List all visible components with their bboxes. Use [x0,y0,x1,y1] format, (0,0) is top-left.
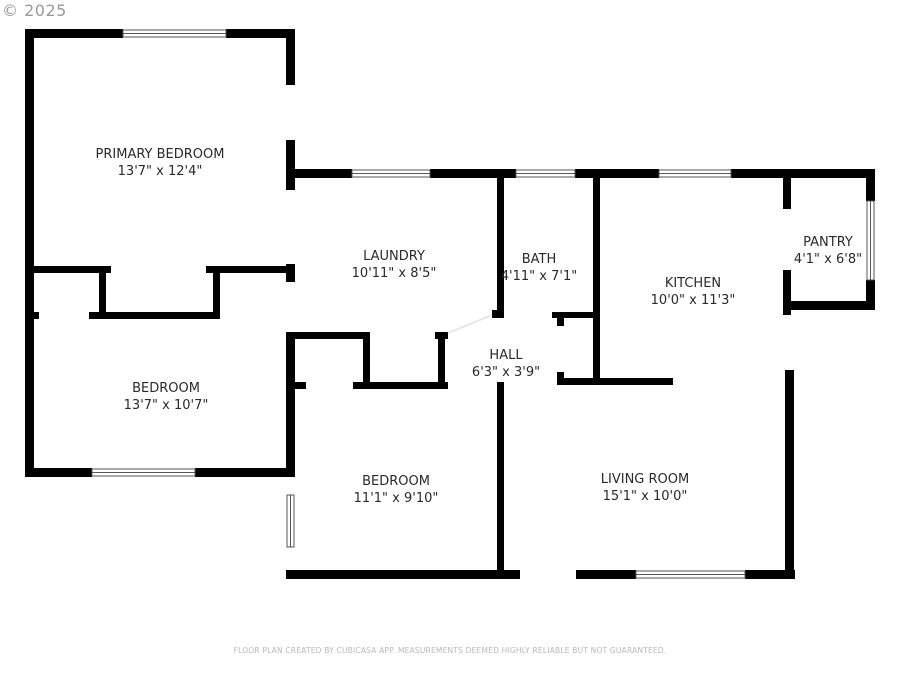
room-dimensions: 4'1" x 6'8" [793,252,863,267]
wall [783,301,875,310]
wall [557,312,564,326]
room-dimensions: 6'3" x 3'9" [471,365,541,380]
wall [785,370,794,579]
room-primary-bedroom: PRIMARY BEDROOM 13'7" x 12'4" [96,146,225,180]
walls [25,29,875,579]
wall [286,570,520,579]
disclaimer-footer: FLOOR PLAN CREATED BY CUBICASA APP. MEAS… [233,646,667,655]
room-name: HALL [489,348,523,363]
wall [286,169,352,178]
wall [438,332,445,388]
wall [492,310,504,318]
wall [866,280,875,310]
room-dimensions: 4'11" x 7'1" [500,269,578,284]
room-kitchen: KITCHEN 10'0" x 11'3" [651,275,736,309]
wall [25,29,123,38]
wall [213,266,220,318]
wall [286,382,306,389]
wall [206,266,288,273]
wall [552,312,600,318]
wall [34,266,111,273]
room-pantry: PANTRY 4'1" x 6'8" [794,234,862,268]
wall [497,169,504,317]
wall [430,169,516,178]
windows [91,29,875,579]
wall [226,29,295,38]
wall [25,29,34,477]
wall [557,378,673,385]
hall-opening [447,314,493,334]
wall [783,169,791,209]
wall [576,570,636,579]
room-name: LIVING ROOM [600,472,690,487]
room-bedroom-south: BEDROOM 11'1" x 9'10" [354,473,439,507]
wall [195,468,295,477]
wall [286,29,295,85]
wall [593,169,600,383]
room-dimensions: 10'0" x 11'3" [650,293,736,308]
wall [286,332,366,339]
room-dimensions: 11'1" x 9'10" [353,491,439,506]
room-living-room: LIVING ROOM 15'1" x 10'0" [601,471,689,505]
copyright-notice: © 2025 [2,1,67,20]
wall [353,382,448,389]
wall [286,264,295,282]
room-name: BEDROOM [362,474,430,489]
room-name: LAUNDRY [363,249,425,264]
room-dimensions: 10'11" x 8'5" [351,266,437,281]
room-dimensions: 13'7" x 10'7" [123,398,209,413]
wall [25,468,92,477]
wall [745,570,795,579]
wall [99,266,106,318]
room-hall: HALL 6'3" x 3'9" [472,347,540,381]
room-name: PRIMARY BEDROOM [95,147,225,162]
room-bedroom-west: BEDROOM 13'7" x 10'7" [124,380,209,414]
wall [575,169,659,178]
wall [731,169,875,178]
room-dimensions: 13'7" x 12'4" [117,164,203,179]
wall [783,270,791,315]
room-name: BATH [521,252,557,267]
wall [286,140,295,190]
wall [89,312,220,319]
wall [363,332,370,388]
wall [497,382,504,578]
room-name: BEDROOM [132,381,200,396]
room-laundry: LAUNDRY 10'11" x 8'5" [352,248,437,282]
wall [866,169,875,201]
wall [286,332,295,477]
room-bath: BATH 4'11" x 7'1" [501,251,577,285]
room-name: PANTRY [803,235,853,250]
room-dimensions: 15'1" x 10'0" [602,489,688,504]
wall [25,312,39,319]
room-name: KITCHEN [664,276,722,291]
